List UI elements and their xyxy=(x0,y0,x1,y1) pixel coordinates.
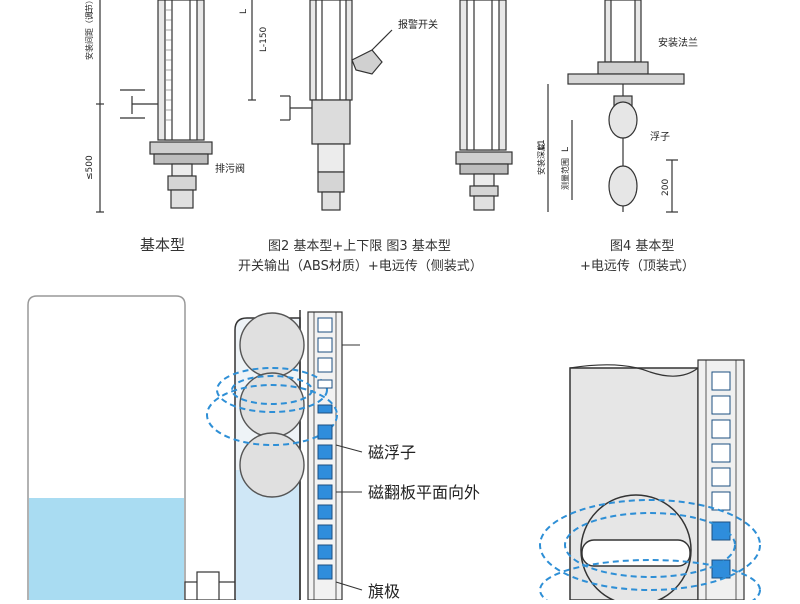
label-flap-outward: 磁翻板平面向外 xyxy=(368,483,480,502)
label-drain-valve: 排污阀 xyxy=(215,162,245,175)
fig4-gauge xyxy=(547,0,685,213)
label-L-fig4: L xyxy=(561,147,571,152)
field-lines-center xyxy=(206,367,338,446)
leader-lines xyxy=(335,344,363,591)
fig3-gauge xyxy=(455,0,513,211)
fig2-gauge xyxy=(248,0,393,211)
caption-fig4-line1: 图4 基本型 xyxy=(610,239,674,254)
caption-fig4-line2: +电远传（顶装式） xyxy=(580,259,695,274)
label-le500: ≤500 xyxy=(85,155,95,180)
caption-fig1: 基本型 xyxy=(140,236,185,254)
field-lines-right xyxy=(539,499,761,604)
caption-fig2-line1: 图2 基本型+上下限 图3 基本型 xyxy=(268,239,451,254)
flap-column-right xyxy=(711,371,731,579)
label-L-fig1: L xyxy=(85,9,95,14)
caption-fig2-line2: 开关输出（ABS材质）+电远传（侧装式） xyxy=(238,258,483,274)
label-measure-range: 测量范围 xyxy=(560,158,570,190)
label-alarm-switch: 报警开关 xyxy=(398,18,438,31)
tank xyxy=(27,295,246,601)
label-install-depth: 安装深度 xyxy=(536,143,546,175)
label-dim200: 200 xyxy=(661,179,671,196)
label-float-fig4: 浮子 xyxy=(650,131,670,143)
label-L150: L-150 xyxy=(259,26,269,52)
label-L1: L1 xyxy=(537,139,547,150)
tank-water xyxy=(29,498,184,600)
flap-column-center xyxy=(317,317,333,580)
fig1-gauge-ticks xyxy=(166,9,172,121)
label-magnetic-float: 磁浮子 xyxy=(368,443,416,462)
fig1-gauge xyxy=(96,0,213,213)
label-install-distance: 安装间距（调节） xyxy=(84,0,94,60)
label-L-fig2: L xyxy=(239,9,249,14)
label-install-flange: 安装法兰 xyxy=(658,36,698,49)
label-flag: 旗极 xyxy=(368,582,400,600)
